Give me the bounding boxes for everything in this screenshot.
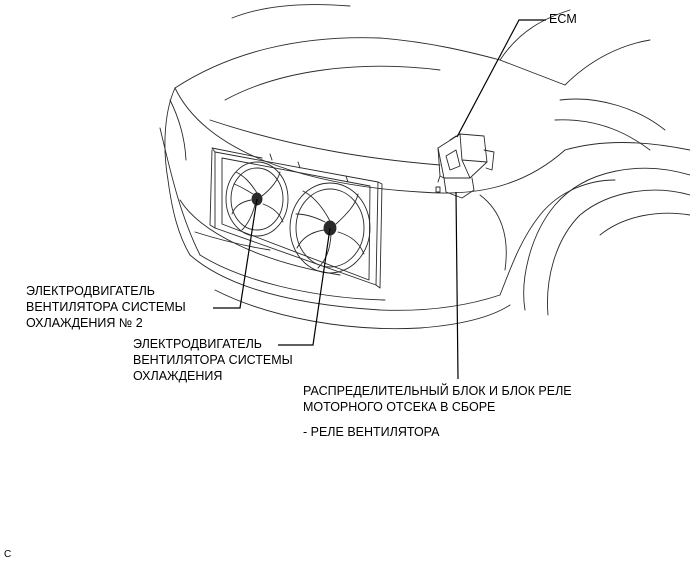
relay-block bbox=[435, 133, 495, 199]
label-line: ОХЛАЖДЕНИЯ bbox=[133, 369, 223, 383]
label-line: ОХЛАЖДЕНИЯ № 2 bbox=[26, 316, 143, 330]
windshield-outline bbox=[499, 9, 666, 151]
label-line: ВЕНТИЛЯТОРА СИСТЕМЫ bbox=[133, 353, 293, 367]
leader-relay-block bbox=[455, 191, 459, 380]
corner-code: C bbox=[4, 549, 12, 560]
fan-right bbox=[289, 182, 371, 274]
leader-fan-left bbox=[213, 198, 258, 309]
fender-wheel-outline bbox=[479, 142, 690, 316]
label-line: ЭЛЕКТРОДВИГАТЕЛЬ bbox=[26, 284, 155, 298]
label-cooling-fan-motor-1: ЭЛЕКТРОДВИГАТЕЛЬ ВЕНТИЛЯТОРА СИСТЕМЫ ОХЛ… bbox=[133, 336, 293, 384]
label-line: ВЕНТИЛЯТОРА СИСТЕМЫ bbox=[26, 300, 186, 314]
label-line: МОТОРНОГО ОТСЕКА В СБОРЕ bbox=[303, 400, 496, 414]
hood-outline bbox=[174, 4, 566, 194]
label-line: ЭЛЕКТРОДВИГАТЕЛЬ bbox=[133, 337, 262, 351]
label-cooling-fan-motor-2: ЭЛЕКТРОДВИГАТЕЛЬ ВЕНТИЛЯТОРА СИСТЕМЫ ОХЛ… bbox=[26, 283, 186, 331]
front-bumper-outline bbox=[159, 87, 511, 330]
label-line: РАСПРЕДЕЛИТЕЛЬНЫЙ БЛОК И БЛОК РЕЛЕ bbox=[303, 384, 572, 398]
label-engine-room-relay-block: РАСПРЕДЕЛИТЕЛЬНЫЙ БЛОК И БЛОК РЕЛЕ МОТОР… bbox=[303, 383, 572, 415]
leader-ecm bbox=[456, 19, 546, 138]
fan-shroud bbox=[209, 147, 383, 289]
label-fan-relay: - РЕЛЕ ВЕНТИЛЯТОРА bbox=[303, 425, 440, 439]
label-ecm: ECM bbox=[549, 12, 577, 26]
leader-fan-right bbox=[278, 227, 331, 346]
fan-left bbox=[225, 161, 289, 237]
